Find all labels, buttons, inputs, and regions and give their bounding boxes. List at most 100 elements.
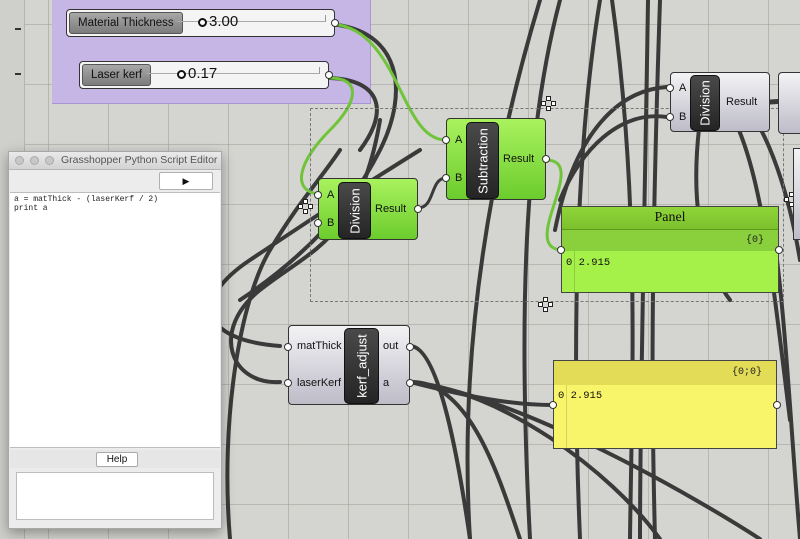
offscreen-component[interactable] bbox=[793, 148, 800, 240]
input-grip[interactable] bbox=[666, 84, 674, 92]
output-label-a: a bbox=[383, 377, 390, 389]
panel-index: 0 bbox=[558, 390, 565, 402]
panel-header-band bbox=[554, 361, 776, 385]
output-grip[interactable] bbox=[406, 379, 414, 387]
slider-label: Material Thickness bbox=[69, 12, 183, 34]
wire bbox=[553, 85, 669, 232]
editor-toolbar: ▶ bbox=[9, 170, 221, 192]
python-script-editor-window[interactable]: Grasshopper Python Script Editor ▶ a = m… bbox=[8, 151, 222, 529]
wire bbox=[408, 344, 472, 539]
slider-knob[interactable] bbox=[198, 18, 207, 27]
input-grip[interactable] bbox=[442, 174, 450, 182]
panel-value-row: 0 2.915 bbox=[566, 257, 610, 269]
division-component-left[interactable]: A B Division Result bbox=[314, 178, 422, 240]
panel-yellow[interactable]: {0;0} 0 2.915 bbox=[549, 360, 781, 449]
play-icon: ▶ bbox=[182, 176, 190, 186]
panel-value-row: 0 2.915 bbox=[558, 390, 602, 402]
input-label-matthick: matThick bbox=[297, 340, 342, 352]
input-grip[interactable] bbox=[666, 113, 674, 121]
help-text-area[interactable] bbox=[16, 472, 214, 520]
panel-path: {0;0} bbox=[731, 367, 762, 378]
zoom-widget-icon[interactable] bbox=[298, 199, 313, 214]
output-grip[interactable] bbox=[414, 205, 422, 213]
slider-knob[interactable] bbox=[177, 70, 186, 79]
code-line: print a bbox=[14, 204, 48, 213]
input-grip[interactable] bbox=[557, 246, 565, 254]
panel-header-band bbox=[562, 230, 778, 251]
output-grip[interactable] bbox=[325, 71, 333, 79]
green-wire bbox=[331, 22, 448, 142]
help-button[interactable]: Help bbox=[96, 452, 138, 467]
input-grip[interactable] bbox=[314, 191, 322, 199]
component-name-block: Subtraction bbox=[466, 122, 499, 199]
green-wire bbox=[300, 76, 354, 196]
wire bbox=[522, 0, 562, 539]
zoom-widget-icon[interactable] bbox=[541, 96, 556, 111]
component-name: Division bbox=[347, 187, 362, 234]
panel-path: {0} bbox=[745, 235, 764, 246]
wire bbox=[408, 380, 555, 407]
material-thickness-slider[interactable]: Material Thickness 3.00 bbox=[66, 9, 339, 37]
wire bbox=[465, 0, 542, 539]
output-label-result: Result bbox=[375, 203, 407, 215]
panel-index: 0 bbox=[566, 257, 573, 269]
editor-titlebar[interactable]: Grasshopper Python Script Editor bbox=[9, 152, 221, 170]
slider-label: Laser kerf bbox=[82, 64, 152, 86]
panel-index-divider bbox=[566, 385, 567, 448]
code-line: a = matThick - (laserKerf / 2) bbox=[14, 195, 159, 204]
input-grip[interactable] bbox=[549, 401, 557, 409]
component-name: kerf_adjust bbox=[354, 334, 369, 398]
output-label-result: Result bbox=[503, 153, 535, 165]
output-grip[interactable] bbox=[542, 155, 550, 163]
run-button[interactable]: ▶ bbox=[159, 172, 213, 190]
input-grip[interactable] bbox=[442, 136, 450, 144]
help-bar: Help bbox=[10, 450, 220, 468]
offscreen-component[interactable] bbox=[778, 72, 800, 134]
input-grip[interactable] bbox=[314, 219, 322, 227]
input-label-a: A bbox=[327, 189, 335, 201]
component-name-block: Division bbox=[690, 75, 720, 131]
zoom-widget-icon[interactable] bbox=[538, 297, 553, 312]
panel-title: Panel bbox=[562, 207, 778, 230]
component-name-block: Division bbox=[338, 182, 371, 239]
minimize-window-icon[interactable] bbox=[30, 156, 39, 165]
output-grip[interactable] bbox=[406, 343, 414, 351]
division-component-top[interactable]: A B Division Result bbox=[666, 72, 770, 132]
kerf-adjust-component[interactable]: matThick laserKerf kerf_adjust out a bbox=[284, 325, 414, 405]
code-editor[interactable]: a = matThick - (laserKerf / 2) print a bbox=[10, 192, 220, 448]
input-label-b: B bbox=[327, 217, 335, 229]
slider-track[interactable] bbox=[177, 15, 326, 22]
toolbar-marker bbox=[15, 28, 21, 30]
input-grip[interactable] bbox=[284, 379, 292, 387]
panel-index-divider bbox=[574, 251, 575, 292]
component-name: Division bbox=[697, 80, 713, 126]
close-window-icon[interactable] bbox=[15, 156, 24, 165]
green-wire bbox=[544, 158, 563, 252]
input-label-b: B bbox=[679, 111, 687, 123]
input-grip[interactable] bbox=[284, 343, 292, 351]
input-label-a: A bbox=[679, 82, 687, 94]
slider-value: 3.00 bbox=[209, 13, 239, 30]
editor-title: Grasshopper Python Script Editor bbox=[61, 154, 218, 166]
panel-green[interactable]: Panel {0} 0 2.915 bbox=[557, 206, 783, 293]
output-grip[interactable] bbox=[773, 401, 781, 409]
output-grip[interactable] bbox=[331, 19, 339, 27]
maximize-window-icon[interactable] bbox=[45, 156, 54, 165]
output-grip[interactable] bbox=[775, 246, 783, 254]
laser-kerf-slider[interactable]: Laser kerf 0.17 bbox=[79, 61, 333, 89]
component-name-block: kerf_adjust bbox=[344, 328, 379, 404]
wire bbox=[225, 148, 342, 539]
toolbar-marker bbox=[15, 73, 21, 75]
wire bbox=[238, 22, 398, 302]
output-label-out: out bbox=[383, 340, 399, 352]
panel-value: 2.915 bbox=[578, 257, 611, 269]
slider-track[interactable] bbox=[146, 67, 320, 74]
input-label-b: B bbox=[455, 172, 463, 184]
slider-value: 0.17 bbox=[188, 65, 218, 82]
component-name: Subtraction bbox=[475, 127, 490, 194]
subtraction-component[interactable]: A B Subtraction Result bbox=[442, 118, 550, 200]
input-label-a: A bbox=[455, 134, 463, 146]
panel-value: 2.915 bbox=[570, 390, 603, 402]
output-label-result: Result bbox=[726, 96, 758, 108]
input-label-laserkerf: laserKerf bbox=[297, 377, 342, 389]
